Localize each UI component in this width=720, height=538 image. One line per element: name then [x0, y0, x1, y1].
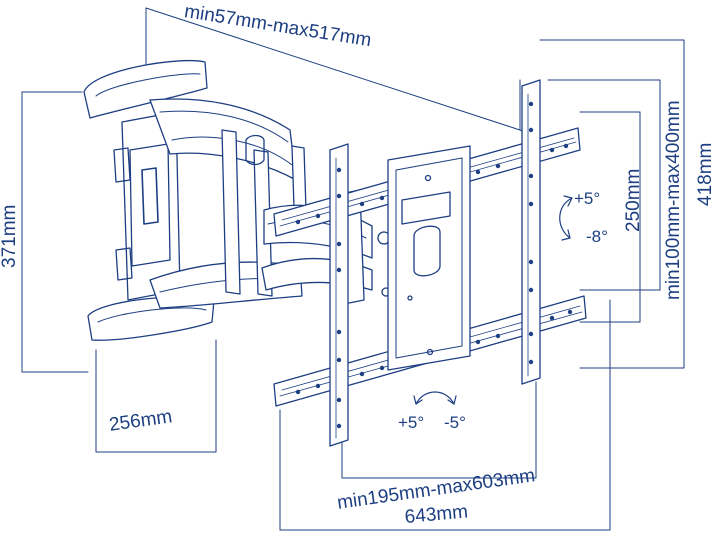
overall-width-label: 643mm — [403, 501, 469, 528]
tilt-arrow — [559, 195, 573, 241]
wall-plate-height-label: 371mm — [0, 204, 20, 268]
overall-height-label: 418mm — [695, 142, 716, 206]
center-plate — [387, 145, 471, 371]
tilt-up-label: +5° — [574, 189, 601, 208]
vesa-vertical-label: min100mm-max400mm — [663, 100, 684, 300]
dimension-lines — [21, 7, 685, 531]
vertical-spacing-label: 250mm — [623, 168, 644, 232]
wall-plate — [83, 59, 215, 341]
swivel-left-label: +5° — [398, 413, 425, 432]
rail-slots — [295, 101, 573, 429]
swivel-arrow — [413, 391, 457, 405]
tilt-down-label: -8° — [586, 227, 608, 246]
swivel-right-label: -5° — [444, 413, 466, 432]
